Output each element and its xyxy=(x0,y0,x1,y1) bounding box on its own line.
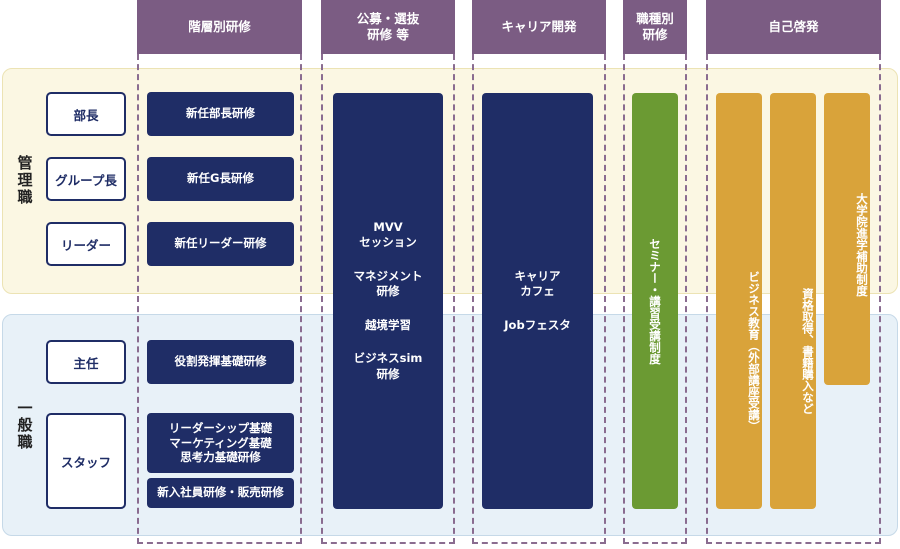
career-programs-block: キャリア カフェ Jobフェスタ xyxy=(482,93,593,509)
program-career-cafe: キャリア カフェ xyxy=(514,268,561,299)
program-job-festa: Jobフェスタ xyxy=(504,317,571,332)
header-self: 自己啓発 xyxy=(706,0,881,54)
header-career: キャリア開発 xyxy=(472,0,606,54)
program-qualification: 資格取得、書籍購入など xyxy=(770,93,816,509)
public-programs-block: MVV セッション マネジメント 研修 越境学習 ビジネスsim 研修 xyxy=(333,93,443,509)
program-bizsim: ビジネスsim 研修 xyxy=(353,351,423,381)
program-new-hire: 新入社員研修・販売研修 xyxy=(147,478,294,508)
program-role-basic: 役割発揮基礎研修 xyxy=(147,340,294,384)
program-biz-education: ビジネス教育（外部講座受講） xyxy=(716,93,762,509)
header-public: 公募・選抜 研修 等 xyxy=(321,0,455,54)
program-mvv: MVV セッション xyxy=(359,219,417,250)
program-new-leader: 新任リーダー研修 xyxy=(147,222,294,266)
program-new-g: 新任G長研修 xyxy=(147,157,294,201)
self-column-frame xyxy=(706,54,881,544)
category-general: 一般職 xyxy=(15,399,34,451)
program-staff-basics: リーダーシップ基礎 マーケティング基礎 思考力基礎研修 xyxy=(147,413,294,473)
program-cross-learning: 越境学習 xyxy=(365,317,411,332)
occupation-column-frame xyxy=(623,54,687,544)
header-hierarchy: 階層別研修 xyxy=(137,0,302,54)
program-seminar: セミナー・講習受講制度 xyxy=(632,93,678,509)
header-occupation: 職種別 研修 xyxy=(623,0,687,54)
category-management: 管理職 xyxy=(15,154,34,206)
role-staff: スタッフ xyxy=(46,413,126,509)
hierarchy-column-frame xyxy=(137,54,302,544)
role-group-leader: グループ長 xyxy=(46,157,126,201)
role-leader: リーダー xyxy=(46,222,126,266)
program-grad-school: 大学院進学補助制度 xyxy=(824,93,870,385)
program-management: マネジメント 研修 xyxy=(353,268,423,299)
role-shunin: 主任 xyxy=(46,340,126,384)
career-column-frame xyxy=(472,54,606,544)
role-bucho: 部長 xyxy=(46,92,126,136)
public-column-frame xyxy=(321,54,455,544)
program-new-bucho: 新任部長研修 xyxy=(147,92,294,136)
